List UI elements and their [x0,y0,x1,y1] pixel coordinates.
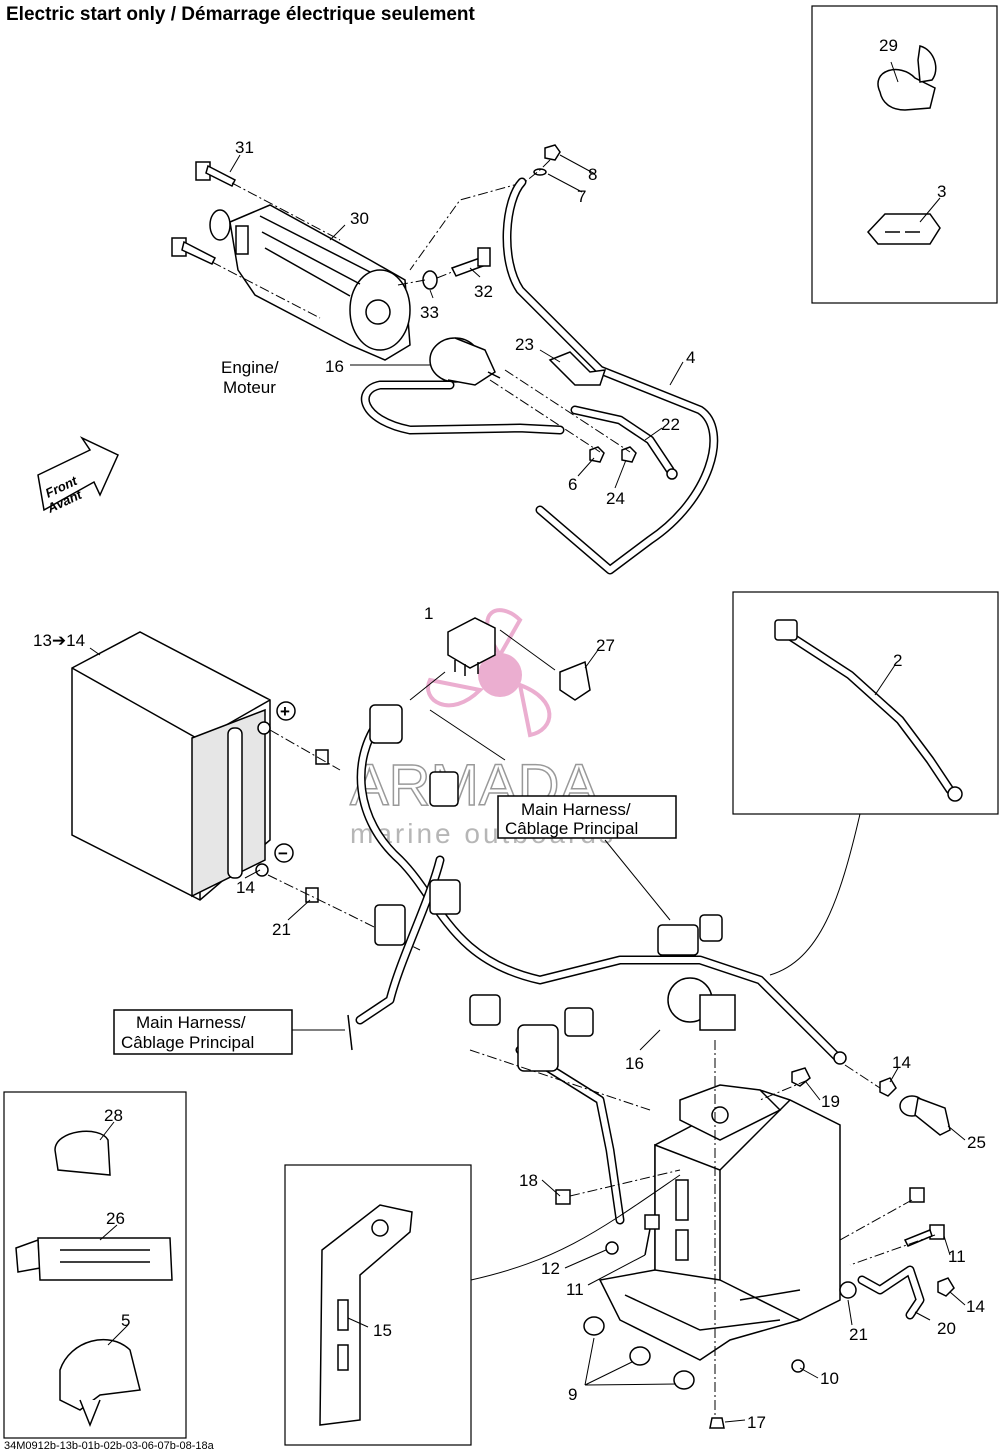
part-11-bolt-a [644,1214,660,1256]
main-harness-label-a-fr: Câblage Principal [505,819,638,838]
callout-28: 28 [104,1106,123,1125]
callout-7: 7 [577,187,586,206]
part-9-grommet-a [583,1316,605,1336]
callout-4: 4 [686,348,695,367]
part-11-bolt-c [909,1187,925,1203]
part-20-cable [857,1265,925,1320]
part-1-relay [447,617,496,676]
callout-6: 6 [568,475,577,494]
watermark-propeller-icon [426,608,552,738]
part-28-clip [54,1130,111,1176]
callout-11a: 11 [566,1280,584,1299]
part-30-starter-motor [209,204,411,361]
inset-box-cable [732,591,999,815]
main-harness-label-a: Main Harness/ [521,800,631,819]
callout-21b: 21 [849,1325,868,1344]
callout-16b: 16 [625,1054,644,1073]
callout-3: 3 [937,182,946,201]
main-harness-label-b: Main Harness/ [136,1013,246,1032]
part-31-bolt-b [171,237,217,265]
part-3-fuse [866,213,941,245]
callout-26: 26 [106,1209,125,1228]
callout-16a: 16 [325,357,344,376]
part-9-grommet-c [673,1370,695,1390]
page-title: Electric start only / Démarrage électriq… [6,4,475,25]
callout-25: 25 [967,1133,986,1152]
part-9-grommet-b [629,1346,651,1366]
callout-14b: 14 [892,1053,911,1072]
part-24-nut [621,446,637,463]
callout-20: 20 [937,1319,956,1338]
callout-9: 9 [568,1385,577,1404]
callout-14c: 14 [966,1297,985,1316]
callout-30: 30 [350,209,369,228]
engine-label-fr: Moteur [223,378,276,397]
part-12-washer [605,1241,619,1255]
callout-2: 2 [893,651,902,670]
callout-11b: 11 [948,1247,966,1266]
callout-29: 29 [879,36,898,55]
inset-box-bracket [284,1164,472,1446]
callout-19: 19 [821,1092,840,1111]
inset-box-accessories [3,1091,187,1439]
part-15-bracket [319,1204,413,1426]
callout-27: 27 [596,636,615,655]
part-16-solenoid-top [429,337,501,386]
part-17-rivet [709,1417,725,1429]
callout-22: 22 [661,415,680,434]
part-18-bolt [555,1169,681,1205]
engine-label: Engine/ [221,358,279,377]
part-26-grease-tube [15,1237,173,1281]
part-13-battery [71,631,271,901]
part-11-bolt-b [903,1224,945,1247]
front-arrow-icon: Front Avant [37,436,119,516]
part-27-boot [559,660,591,701]
part-2-ground-cable [774,619,963,802]
callout-23: 23 [515,335,534,354]
main-harness-label-b-fr: Câblage Principal [121,1033,254,1052]
callout-31: 31 [235,138,254,157]
part-32-bolt [450,247,491,277]
callout-15: 15 [373,1321,392,1340]
callout-5: 5 [121,1311,130,1330]
part-21-star-washer [839,1281,857,1299]
part-21-nut-b [305,887,319,903]
svg-text:+: + [280,702,290,721]
callout-8: 8 [588,165,597,184]
callout-12: 12 [541,1259,560,1278]
part-31-bolt [195,161,237,188]
part-29-clamp [877,45,937,111]
callout-32: 32 [474,282,493,301]
callout-24: 24 [606,489,625,508]
plus-terminal-icon: + [276,701,296,721]
main-harness [355,704,847,1225]
callout-33: 33 [420,303,439,322]
part-21-nut-a [315,749,329,765]
part-25-boot [899,1095,951,1136]
part-33-washer [422,270,438,290]
part-wire-harness-engine [360,380,565,435]
part-7-washer [533,168,547,176]
callout-1: 1 [424,604,433,623]
minus-terminal-icon: − [274,843,294,863]
part-14-nut-c [879,1077,897,1097]
part-10-battery-tray [598,1084,841,1373]
callout-14a: 14 [236,878,255,897]
callout-18: 18 [519,1171,538,1190]
part-22-cable [570,405,678,480]
callout-21a: 21 [272,920,291,939]
svg-text:−: − [278,844,288,863]
inset-box-fasteners [811,5,998,304]
part-5-clip [59,1338,141,1428]
callout-17: 17 [747,1413,766,1432]
diagram-code: 34M0912b-13b-01b-02b-03-06-07b-08-18a [4,1440,214,1452]
part-8-nut [544,144,561,161]
part-4-battery-cable [502,177,719,575]
callout-10: 10 [820,1369,839,1388]
part-23-boot [548,351,607,386]
battery-ref-label: 13➔14 [33,631,85,650]
